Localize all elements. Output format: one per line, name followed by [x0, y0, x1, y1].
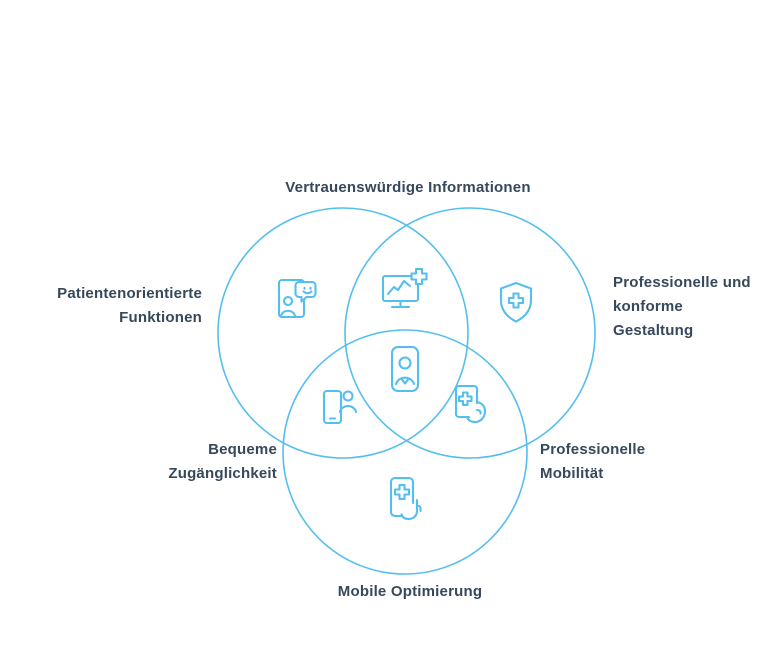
label-line: Bequeme	[208, 441, 277, 458]
label-line: Vertrauenswürdige Informationen	[285, 179, 531, 196]
label-line: konforme	[613, 298, 683, 315]
tablet-patient-chat-icon	[268, 271, 324, 327]
label-line: Zugänglichkeit	[168, 465, 277, 482]
monitor-health-chart-icon	[377, 263, 433, 319]
label-line: Gestaltung	[613, 322, 694, 339]
label-line: Professionelle und	[613, 274, 751, 291]
label-line: Mobile Optimierung	[337, 583, 483, 600]
circle-mobile	[282, 329, 528, 575]
label-professional-design: Professionelle und konforme Gestaltung	[613, 271, 763, 343]
smartphone-person-icon	[312, 379, 368, 435]
label-trusted-information: Vertrauenswürdige Informationen	[243, 176, 573, 200]
patient-id-card-icon	[377, 341, 433, 397]
smartphone-medical-tap-icon	[377, 472, 433, 528]
hand-tablet-medical-icon	[444, 380, 500, 436]
circle-trusted-design	[344, 207, 596, 459]
label-line: Mobilität	[540, 465, 604, 482]
shield-medical-cross-icon	[488, 276, 544, 332]
label-patient-features: Patientenorientierte Funktionen	[22, 282, 202, 330]
circle-patient-features	[217, 207, 469, 459]
label-line: Professionelle	[540, 441, 646, 458]
label-mobile-optimization: Mobile Optimierung	[255, 580, 565, 604]
label-line: Patientenorientierte	[57, 285, 202, 302]
label-professional-mobility: Professionelle Mobilität	[540, 438, 700, 486]
label-convenient-access: Bequeme Zugänglichkeit	[97, 438, 277, 486]
label-line: Funktionen	[119, 309, 202, 326]
